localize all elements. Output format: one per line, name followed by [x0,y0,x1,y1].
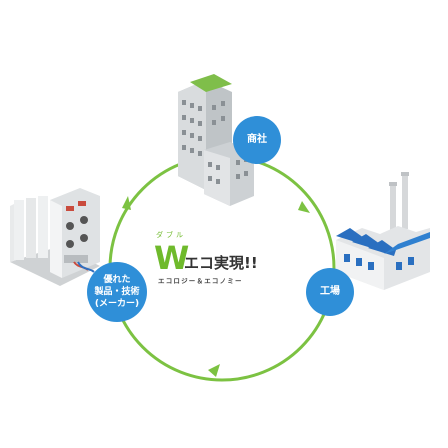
title-ruby: ダブル [156,231,186,239]
trading-node-label: 商社 [247,134,267,145]
maker-node-label: 優れた 製品・技術 (メーカー) [94,275,140,309]
title-w: W [154,239,190,277]
factory-icon [336,172,430,290]
arrow-bottom-icon [208,364,220,377]
trading-node [233,116,281,164]
title-subtitle: エコロジー＆エコノミー [158,277,243,285]
factory-node-label: 工場 [320,286,340,297]
factory-node [306,268,354,316]
title-text: エコ実現!! [184,254,258,272]
arrow-left-icon [122,196,131,210]
industrial-machine-icon [10,188,100,286]
arrow-right-top-icon [298,201,310,213]
maker-node [87,262,147,322]
center-title: ダブル W エコ実現!! エコロジー＆エコノミー [150,231,300,292]
